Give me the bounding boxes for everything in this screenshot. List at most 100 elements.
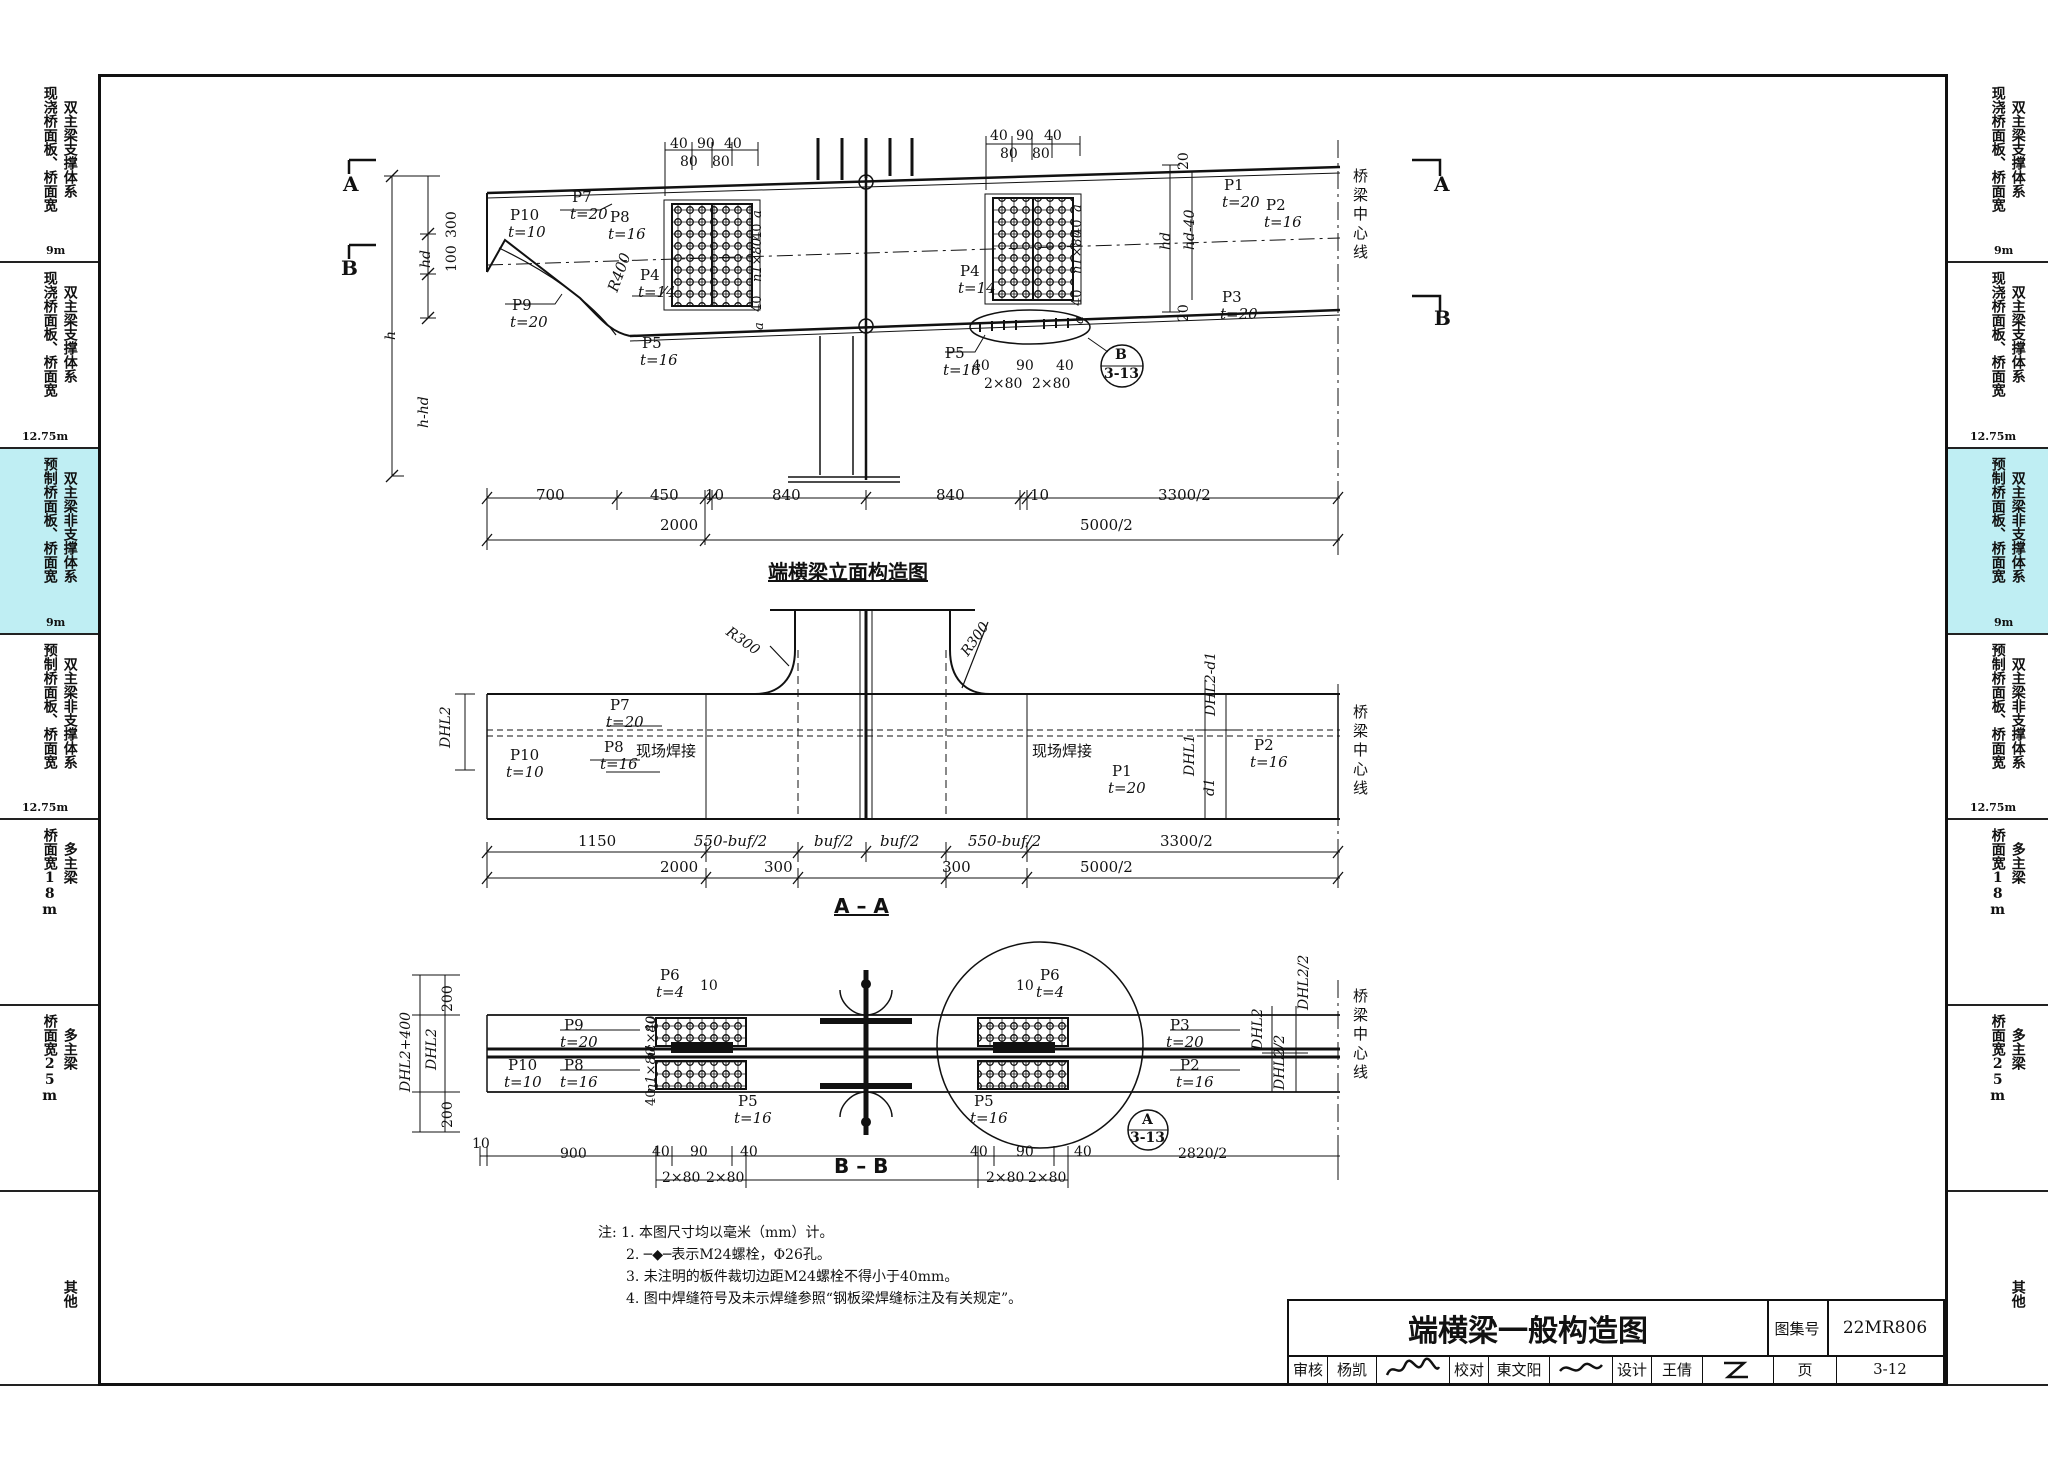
dimension-label: 40 bbox=[652, 1144, 670, 1160]
side-tab[interactable]: 其他 bbox=[0, 1192, 100, 1386]
plate-thickness: t=16 bbox=[1176, 1073, 1214, 1091]
plate-label: P2 bbox=[1254, 736, 1274, 754]
side-tab-side: 现浇桥面板、桥面宽 bbox=[1989, 271, 2006, 397]
plate-thickness: t=4 bbox=[656, 983, 685, 1001]
notes-block: 注: 1. 本图尺寸均以毫米（mm）计。 2. ─◆─表示M24螺栓，Φ26孔。… bbox=[598, 1222, 1022, 1310]
side-tab-main: 多主梁 bbox=[2009, 842, 2026, 884]
plate-label: P1 bbox=[1112, 762, 1132, 780]
plate-label: P4 bbox=[640, 266, 660, 284]
plate-thickness: t=20 bbox=[1166, 1033, 1204, 1051]
dimension-label: 450 bbox=[650, 486, 679, 504]
designer-name: 王倩 bbox=[1652, 1355, 1703, 1383]
dimension-label: DHL2+400 bbox=[398, 1011, 414, 1092]
side-tab-width: 9m bbox=[1994, 616, 2014, 629]
plate-label: P4 bbox=[960, 262, 980, 280]
plate-label: P9 bbox=[564, 1016, 584, 1034]
side-tab-side: 现浇桥面板、桥面宽 bbox=[1989, 86, 2006, 212]
plate-thickness: t=16 bbox=[970, 1109, 1008, 1127]
dimension-label: 80 bbox=[712, 154, 730, 170]
dimension-label: 300 bbox=[764, 858, 793, 876]
note-item: 4. 图中焊缝符号及未示焊缝参照“钢板梁焊缝标注及有关规定”。 bbox=[626, 1291, 1023, 1307]
dimension-label: 2×80 bbox=[1032, 376, 1071, 392]
side-tab-side: 预制桥面板、桥面宽 bbox=[41, 457, 58, 583]
plate-thickness: t=20 bbox=[570, 205, 608, 223]
design-label: 设计 bbox=[1613, 1355, 1652, 1383]
side-tab-side: 其他 bbox=[2009, 1280, 2026, 1308]
side-tab[interactable]: 多主梁桥面宽18m bbox=[1948, 820, 2048, 1006]
dimension-label: 80 bbox=[680, 154, 698, 170]
dimension-label: 40 bbox=[724, 136, 742, 152]
dimension-label: 3300/2 bbox=[1160, 832, 1213, 850]
plate-thickness: t=4 bbox=[1036, 983, 1065, 1001]
side-tab-main: 多主梁 bbox=[61, 1028, 78, 1070]
note-item: 1. 本图尺寸均以毫米（mm）计。 bbox=[621, 1225, 834, 1241]
side-tab[interactable]: 双主梁支撑体系现浇桥面板、桥面宽 12.75m bbox=[1948, 263, 2048, 449]
notes-label: 注: bbox=[598, 1225, 617, 1241]
plate-label: P5 bbox=[738, 1092, 758, 1110]
dimension-label: DHL2 bbox=[438, 706, 454, 748]
plate-label: P1 bbox=[1224, 176, 1244, 194]
side-tab-width: 12.75m bbox=[1970, 430, 2017, 443]
side-tab-main: 双主梁支撑体系 bbox=[61, 100, 78, 198]
dimension-label: 200 bbox=[440, 985, 456, 1012]
dimension-label: a bbox=[1072, 316, 1087, 324]
plate-thickness: t=20 bbox=[1220, 305, 1258, 323]
elevation-view bbox=[347, 136, 1442, 555]
section-marker-a: A bbox=[343, 172, 359, 196]
side-tab[interactable]: 多主梁桥面宽18m bbox=[0, 820, 100, 1006]
plate-label: P2 bbox=[1180, 1056, 1200, 1074]
dimension-label: 90 bbox=[697, 136, 715, 152]
plate-thickness: t=20 bbox=[1108, 779, 1146, 797]
side-tab-main: 多主梁 bbox=[61, 842, 78, 884]
dimension-label: 90 bbox=[1016, 358, 1034, 374]
dimension-label: 5000/2 bbox=[1080, 858, 1133, 876]
side-tab[interactable]: 多主梁桥面宽25m bbox=[0, 1006, 100, 1192]
dimension-label: h-hd bbox=[416, 396, 432, 428]
plate-thickness: t=16 bbox=[943, 361, 981, 379]
page-number: 3-12 bbox=[1873, 1360, 1907, 1378]
dimension-label: 550-buf/2 bbox=[968, 832, 1042, 850]
dimension-label: 10 bbox=[472, 1136, 490, 1152]
dimension-label: 550-buf/2 bbox=[694, 832, 768, 850]
dimension-label: 2×80 bbox=[706, 1170, 745, 1186]
side-tab-main: 双主梁支撑体系 bbox=[61, 285, 78, 383]
side-tab[interactable]: 其他 bbox=[1948, 1192, 2048, 1386]
side-tab-width: 9m bbox=[1994, 244, 2014, 257]
plate-label: P9 bbox=[512, 296, 532, 314]
dimension-label: 2×80 bbox=[662, 1170, 701, 1186]
side-tab-side: 桥面宽18m bbox=[41, 828, 58, 918]
detail-ref-page: 3-13 bbox=[1104, 366, 1140, 382]
dimension-label: 2820/2 bbox=[1178, 1146, 1228, 1162]
dimension-label: DHL2/2 bbox=[1272, 1034, 1288, 1090]
section-bb-view bbox=[412, 941, 1340, 1188]
dimension-label: 20 bbox=[1176, 304, 1192, 322]
plate-thickness: t=16 bbox=[560, 1073, 598, 1091]
drawing-title: 端横梁一般构造图 bbox=[1289, 1301, 1769, 1357]
atlas-number: 22MR806 bbox=[1827, 1301, 1943, 1357]
plate-label: P7 bbox=[572, 188, 592, 206]
weld-label: 现场焊接 bbox=[636, 742, 697, 760]
side-tab[interactable]: 多主梁桥面宽25m bbox=[1948, 1006, 2048, 1192]
title-block: 端横梁一般构造图 图集号 22MR806 审核 杨凯 校对 東文阳 设计 王倩 … bbox=[1287, 1299, 1945, 1385]
dimension-label: 3300/2 bbox=[1158, 486, 1211, 504]
plate-thickness: t=16 bbox=[600, 755, 638, 773]
plate-label: P5 bbox=[642, 334, 662, 352]
dimension-label: 840 bbox=[772, 486, 801, 504]
side-tab-main: 多主梁 bbox=[2009, 1028, 2026, 1070]
plate-thickness: t=16 bbox=[640, 351, 678, 369]
dimension-label: 40 bbox=[972, 358, 990, 374]
dimension-label: 90 bbox=[690, 1144, 708, 1160]
elevation-title: 端横梁立面构造图 bbox=[768, 560, 928, 584]
dimension-label: 40 bbox=[1044, 128, 1062, 144]
dimension-label: 40 bbox=[670, 136, 688, 152]
dimension-label: a bbox=[750, 210, 765, 218]
side-tab-main: 双主梁支撑体系 bbox=[2009, 285, 2026, 383]
dimension-label: 2×80 bbox=[984, 376, 1023, 392]
